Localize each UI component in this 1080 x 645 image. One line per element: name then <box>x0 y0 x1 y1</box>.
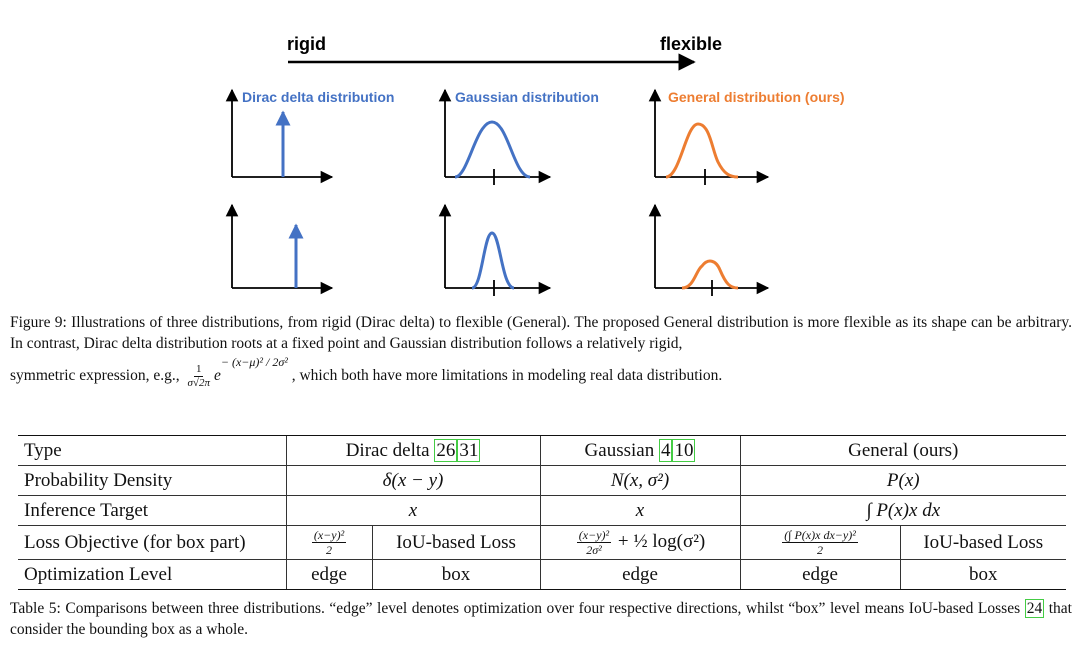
panel-title-dirac: Dirac delta distribution <box>242 89 394 105</box>
general-plot-1 <box>648 88 770 185</box>
table-row: Probability Density δ(x − y) N(x, σ²) P(… <box>18 465 1066 496</box>
gaussian-formula-fraction: 1 σ√2π <box>187 363 210 389</box>
flexible-label: flexible <box>660 34 722 54</box>
level-general-edge: edge <box>739 559 900 590</box>
level-gaussian: edge <box>539 559 740 590</box>
level-general-box: box <box>899 559 1066 590</box>
table-row: Optimization Level edge box edge edge bo… <box>18 559 1066 590</box>
row-label-loss: Loss Objective (for box part) <box>18 525 286 560</box>
figure-caption: Figure 9: Illustrations of three distrib… <box>10 314 1072 389</box>
table-caption: Table 5: Comparisons between three distr… <box>10 599 1072 638</box>
general-curve-1 <box>665 122 739 179</box>
level-dirac-box: box <box>371 559 540 590</box>
inference-dirac: x <box>285 495 540 526</box>
gaussian-plot-2 <box>438 203 552 296</box>
inference-general: ∫ P(x)x dx <box>739 495 1066 526</box>
general-plot-2 <box>648 203 770 296</box>
row-label-inference: Inference Target <box>18 495 286 526</box>
row-label-density: Probability Density <box>18 465 286 496</box>
gaussian-formula-exponent: − (x−μ)² / 2σ² <box>220 355 288 370</box>
general-curve-2 <box>681 259 739 290</box>
table-row: Inference Target x x ∫ P(x)x dx <box>18 495 1066 526</box>
rigid-label: rigid <box>287 34 326 54</box>
gaussian-curve-1 <box>454 120 531 179</box>
level-dirac-edge: edge <box>285 559 372 590</box>
gaussian-plot-1 <box>438 88 552 185</box>
density-dirac: δ(x − y) <box>285 465 540 496</box>
distribution-figure: rigid flexible Dirac delta distribution … <box>225 34 845 296</box>
gaussian-curve-2 <box>471 231 515 290</box>
dirac-plot-2 <box>225 203 334 295</box>
row-label-type: Type <box>18 435 286 466</box>
row-label-level: Optimization Level <box>18 559 286 590</box>
density-general: P(x) <box>739 465 1066 496</box>
panel-title-general: General distribution (ours) <box>668 89 845 105</box>
density-gaussian: N(x, σ²) <box>539 465 740 496</box>
inference-gaussian: x <box>539 495 740 526</box>
type-general: General (ours) <box>739 435 1066 466</box>
citation-link[interactable]: 24 <box>1024 599 1045 618</box>
loss-dirac-box: IoU-based Loss <box>371 525 540 560</box>
loss-general-box: IoU-based Loss <box>899 525 1066 560</box>
panel-title-gaussian: Gaussian distribution <box>455 89 599 105</box>
